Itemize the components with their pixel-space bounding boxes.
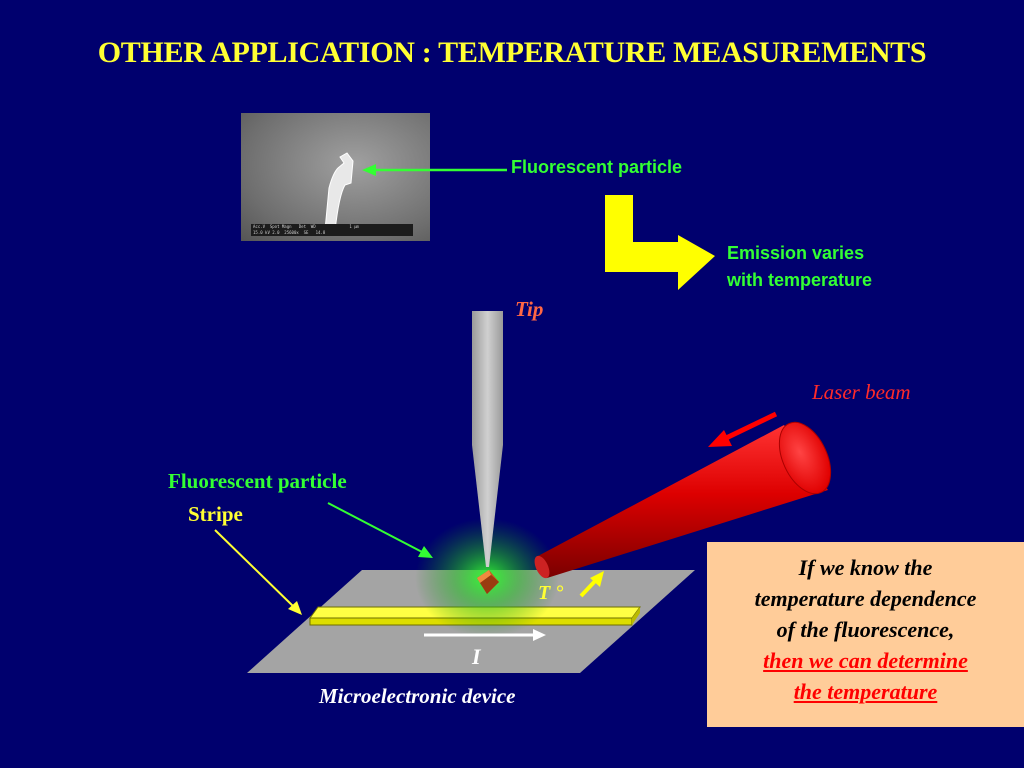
temperature-arrow bbox=[579, 571, 604, 598]
conclusion-line-2: temperature dependence bbox=[754, 586, 977, 611]
arrow-to-stripe bbox=[214, 529, 302, 615]
conclusion-line-4: then we can determine bbox=[763, 648, 968, 673]
label-stripe: Stripe bbox=[188, 502, 243, 526]
slide-title: OTHER APPLICATION : TEMPERATURE MEASUREM… bbox=[97, 36, 927, 69]
laser-beam bbox=[534, 421, 832, 579]
label-laser-beam: Laser beam bbox=[812, 380, 911, 404]
conclusion-line-3: of the fluorescence, bbox=[776, 617, 955, 642]
label-microelectronic-device: Microelectronic device bbox=[319, 684, 516, 708]
label-tip: Tip bbox=[515, 297, 544, 321]
arrow-to-particle bbox=[327, 502, 433, 558]
label-fluorescent-particle: Fluorescent particle bbox=[168, 469, 347, 493]
conclusion-box: If we know the temperature dependence of… bbox=[707, 542, 1024, 727]
arrow-to-sem-particle bbox=[362, 164, 507, 176]
label-fluorescent-particle-top: Fluorescent particle bbox=[511, 157, 683, 177]
label-temperature: T ° bbox=[538, 582, 564, 604]
label-current: I bbox=[472, 644, 481, 669]
conclusion-line-1: If we know the bbox=[798, 555, 933, 580]
probe-tip bbox=[472, 311, 503, 567]
sem-micrograph: Acc.V Spot Magn Det WD 1 µm 15.0 kV 2.0 … bbox=[241, 113, 430, 241]
laser-direction-arrow bbox=[708, 411, 778, 447]
current-arrow bbox=[424, 629, 546, 641]
emission-line-1: Emission varies bbox=[727, 243, 865, 263]
emission-line-2: with temperature bbox=[727, 270, 873, 290]
yellow-l-arrow bbox=[605, 195, 715, 290]
fluorescent-particle-cube bbox=[477, 570, 499, 594]
sem-scale-bar: Acc.V Spot Magn Det WD 1 µm 15.0 kV 2.0 … bbox=[251, 224, 413, 236]
conclusion-line-5: the temperature bbox=[793, 679, 938, 704]
label-emission-varies: Emission varies with temperature bbox=[727, 240, 872, 294]
